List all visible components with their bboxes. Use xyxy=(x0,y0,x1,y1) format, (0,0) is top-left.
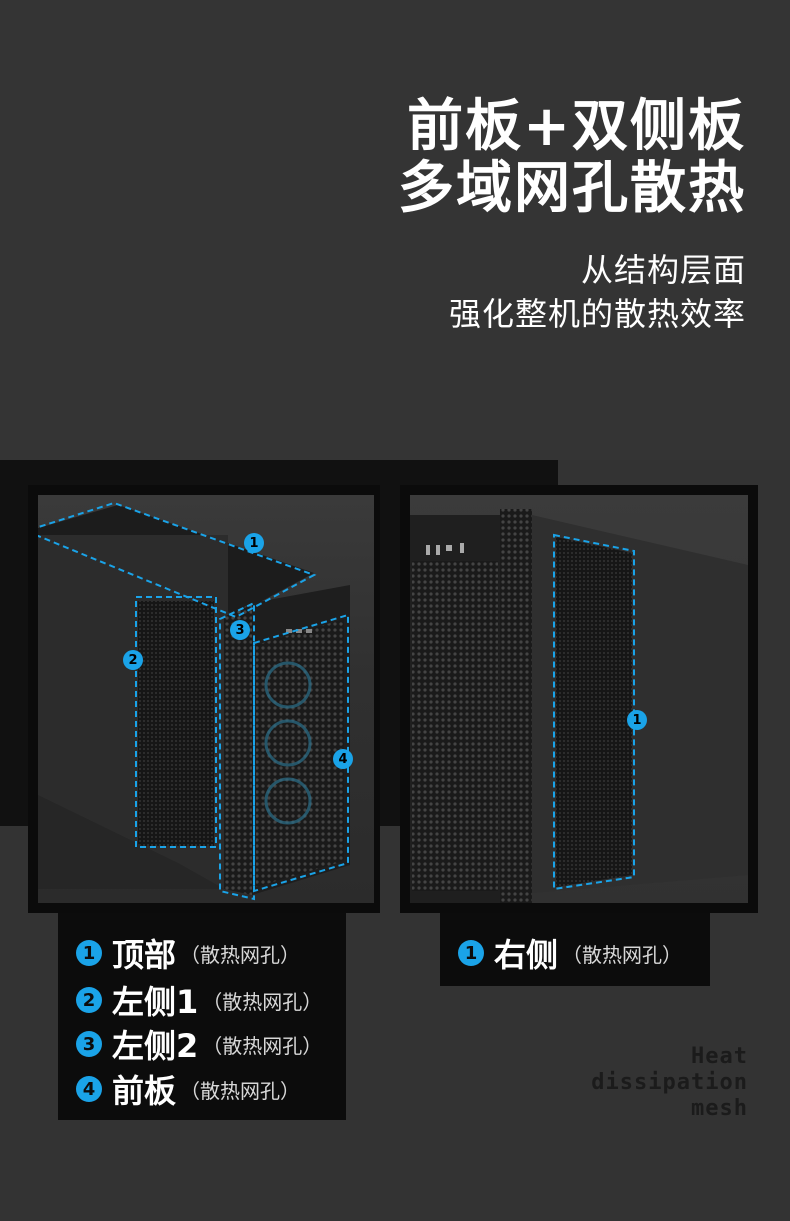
legend-label: 左侧2 xyxy=(112,1027,199,1065)
legend-right-box xyxy=(440,913,710,986)
legend-label: 左侧1 xyxy=(112,983,199,1021)
legend-number-badge: 4 xyxy=(76,1076,102,1102)
legend-number-badge: 1 xyxy=(76,940,102,966)
legend-item-top: 1 顶部 （散热网孔） xyxy=(76,930,300,976)
legend-item-right-side: 1 右侧 （散热网孔） xyxy=(458,930,682,976)
marker-1-top: 1 xyxy=(244,533,264,553)
marker-3-left-side: 3 xyxy=(230,620,250,640)
legend-number-badge: 2 xyxy=(76,987,102,1013)
headline-line-2: 多域网孔散热 xyxy=(398,156,746,221)
left-case-photo xyxy=(38,495,374,903)
legend-sublabel: （散热网孔） xyxy=(202,989,323,1014)
legend-sublabel: （散热网孔） xyxy=(202,1033,323,1058)
right-case-photo xyxy=(410,495,748,903)
legend-item-left-side-1: 2 左侧1 （散热网孔） xyxy=(76,977,322,1023)
subheadline-line-1: 从结构层面 xyxy=(580,251,746,289)
subheadline: 从结构层面 强化整机的散热效率 xyxy=(449,248,746,336)
legend-sublabel: （散热网孔） xyxy=(562,942,683,967)
left-case-illustration xyxy=(38,501,350,901)
legend-item-left-side-2: 3 左侧2 （散热网孔） xyxy=(76,1021,322,1067)
caption-line-3: mesh xyxy=(691,1096,748,1121)
legend-left-box xyxy=(58,913,346,1120)
legend-label: 顶部 xyxy=(112,936,177,974)
marker-1-right-side: 1 xyxy=(627,710,647,730)
marker-2-left-side: 2 xyxy=(123,650,143,670)
headline: 前板+双侧板 多域网孔散热 xyxy=(398,96,746,220)
right-case-illustration xyxy=(410,509,748,903)
legend-label: 前板 xyxy=(112,1072,177,1110)
heat-dissipation-caption: Heat dissipation mesh xyxy=(591,1044,748,1122)
legend-label: 右侧 xyxy=(494,936,559,974)
caption-line-1: Heat xyxy=(691,1044,748,1069)
top-background xyxy=(0,0,790,460)
marker-4-front: 4 xyxy=(333,749,353,769)
legend-number-badge: 1 xyxy=(458,940,484,966)
legend-item-front: 4 前板 （散热网孔） xyxy=(76,1066,300,1112)
caption-line-2: dissipation xyxy=(591,1070,748,1095)
legend-sublabel: （散热网孔） xyxy=(180,942,301,967)
subheadline-line-2: 强化整机的散热效率 xyxy=(448,295,746,333)
legend-sublabel: （散热网孔） xyxy=(180,1078,301,1103)
legend-number-badge: 3 xyxy=(76,1031,102,1057)
headline-line-1: 前板+双侧板 xyxy=(407,94,746,159)
